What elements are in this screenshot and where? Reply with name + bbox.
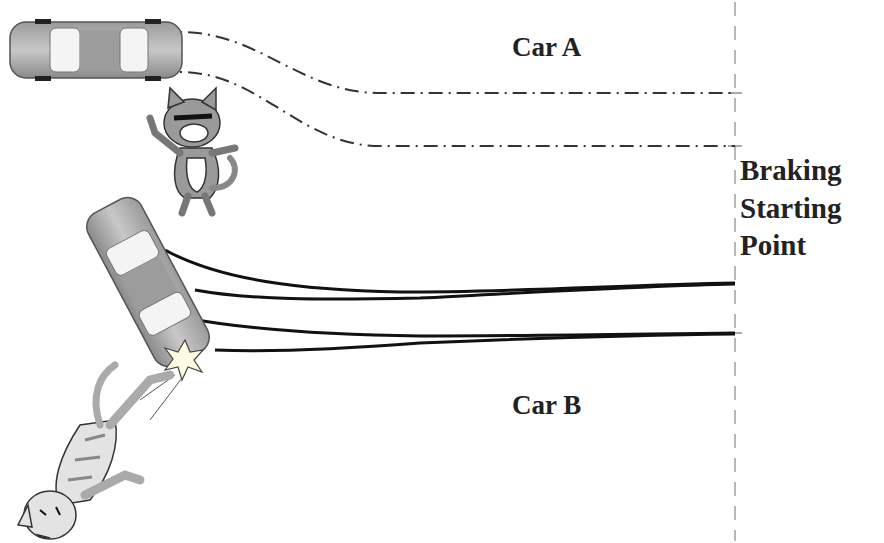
- car-label: Car A: [512, 30, 581, 65]
- braking-line: [734, 2, 735, 541]
- car-b: [81, 192, 215, 372]
- cat-b: [18, 365, 170, 539]
- car-a: [10, 19, 182, 81]
- car-a-tracks: [180, 32, 735, 146]
- car-label: Car B: [512, 388, 581, 423]
- cat-a: [150, 88, 235, 213]
- reference-label: Braking Starting Point: [740, 152, 880, 265]
- car-b-skid-marks: [165, 250, 735, 351]
